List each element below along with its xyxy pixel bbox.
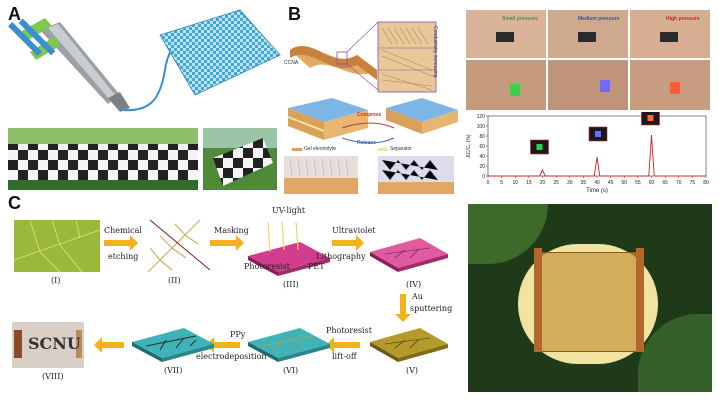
y-axis-label: ΔC/C₀ (%) (466, 134, 472, 158)
step-label-5: (V) (406, 366, 419, 375)
x-tick-label: 0 (487, 180, 490, 186)
y-tick-label: 100 (477, 124, 486, 130)
led-glow-2 (595, 131, 601, 137)
etching-label: etching (108, 252, 139, 261)
press-photo-1 (466, 60, 546, 110)
capacitance-chart: 0 5 10 15 20 25 30 35 40 45 50 55 60 65 70 75 80 0 20 40 60 8… (466, 112, 709, 194)
x-tick-label: 70 (676, 180, 682, 186)
capacitance-series-line (488, 134, 706, 177)
photoresist-label: Photoresist (244, 262, 290, 271)
step-label-2: (II) (168, 276, 181, 285)
y-tick-label: 40 (479, 154, 485, 160)
x-tick-label: 55 (635, 180, 641, 186)
x-tick-label: 65 (662, 180, 668, 186)
release-label: Release (357, 140, 376, 146)
x-tick-label: 50 (621, 180, 627, 186)
x-tick-label: 5 (500, 180, 503, 186)
press-photo-3 (630, 60, 710, 110)
step-label-3: (III) (283, 280, 299, 289)
y-tick-label: 80 (479, 134, 485, 140)
led-glow-1 (536, 144, 543, 150)
x-tick-label: 80 (703, 180, 709, 186)
step-label-7: (VII) (164, 366, 183, 375)
fabric-photo-small (203, 128, 277, 190)
uv-light-label: UV-light (272, 206, 306, 215)
fabrication-process-diagram (12, 219, 448, 368)
x-tick-label: 20 (540, 180, 546, 186)
flower-device-photo (468, 204, 712, 392)
x-tick-label: 60 (649, 180, 655, 186)
ccna-label: CCNA (284, 60, 299, 66)
pressure-photo-small: Small pressure (466, 10, 546, 58)
chemical-label: Chemical (104, 226, 142, 235)
ppy-label: PPy (230, 330, 246, 339)
lithography-label: Lithography (316, 252, 366, 261)
masking-label: Masking (214, 226, 249, 235)
legend-separator: Separator (390, 146, 412, 152)
legend-electrolyte: Gel electrolyte (304, 146, 336, 152)
panel-letter-c: C (8, 193, 21, 213)
pet-label: PET (308, 262, 325, 271)
sputtering-label: sputtering (410, 304, 453, 313)
y-tick-label: 60 (479, 144, 485, 150)
press-photo-2 (548, 60, 628, 110)
x-tick-label: 15 (526, 180, 532, 186)
x-tick-label: 25 (553, 180, 559, 186)
panel-letter-a: A (8, 4, 21, 24)
medium-pressure-label: Medium pressure (578, 16, 620, 22)
y-tick-label: 120 (477, 114, 486, 120)
ccna-schematic (284, 21, 458, 194)
compress-label: Compress (357, 112, 382, 118)
x-tick-label: 45 (608, 180, 614, 186)
x-tick-label: 35 (581, 180, 587, 186)
liftoff-label: lift-off (332, 352, 357, 361)
conductivity-label: Conductivity increasing (432, 26, 438, 78)
pressure-photo-medium: Medium pressure (548, 10, 628, 58)
step-label-4: (IV) (406, 280, 422, 289)
electrodeposition-label: electrodeposition (196, 352, 267, 361)
step-label-1: (I) (51, 276, 61, 285)
x-tick-label: 30 (567, 180, 573, 186)
panel-letter-b: B (288, 4, 301, 24)
step-label-6: (VI) (283, 366, 299, 375)
photoresist2-label: Photoresist (326, 326, 372, 335)
fabric-photo-wide (8, 128, 198, 190)
scnu-text: SCNU (28, 334, 81, 353)
x-axis-label: Time (s) (586, 188, 608, 194)
au-label: Au (412, 292, 423, 301)
ultraviolet-label: Ultraviolet (332, 226, 376, 235)
high-pressure-label: High pressure (666, 16, 700, 22)
y-tick-label: 20 (479, 164, 485, 170)
pressure-photo-high: High pressure (630, 10, 710, 58)
x-tick-label: 10 (512, 180, 518, 186)
small-pressure-label: Small pressure (502, 16, 538, 22)
chart-plot-area (487, 115, 707, 177)
step-label-8: (VIII) (42, 372, 64, 381)
x-tick-label: 40 (594, 180, 600, 186)
fiber-spinning-illustration (8, 9, 281, 112)
y-tick-label: 0 (482, 174, 485, 180)
x-tick-label: 75 (690, 180, 696, 186)
led-glow-3 (647, 115, 654, 121)
